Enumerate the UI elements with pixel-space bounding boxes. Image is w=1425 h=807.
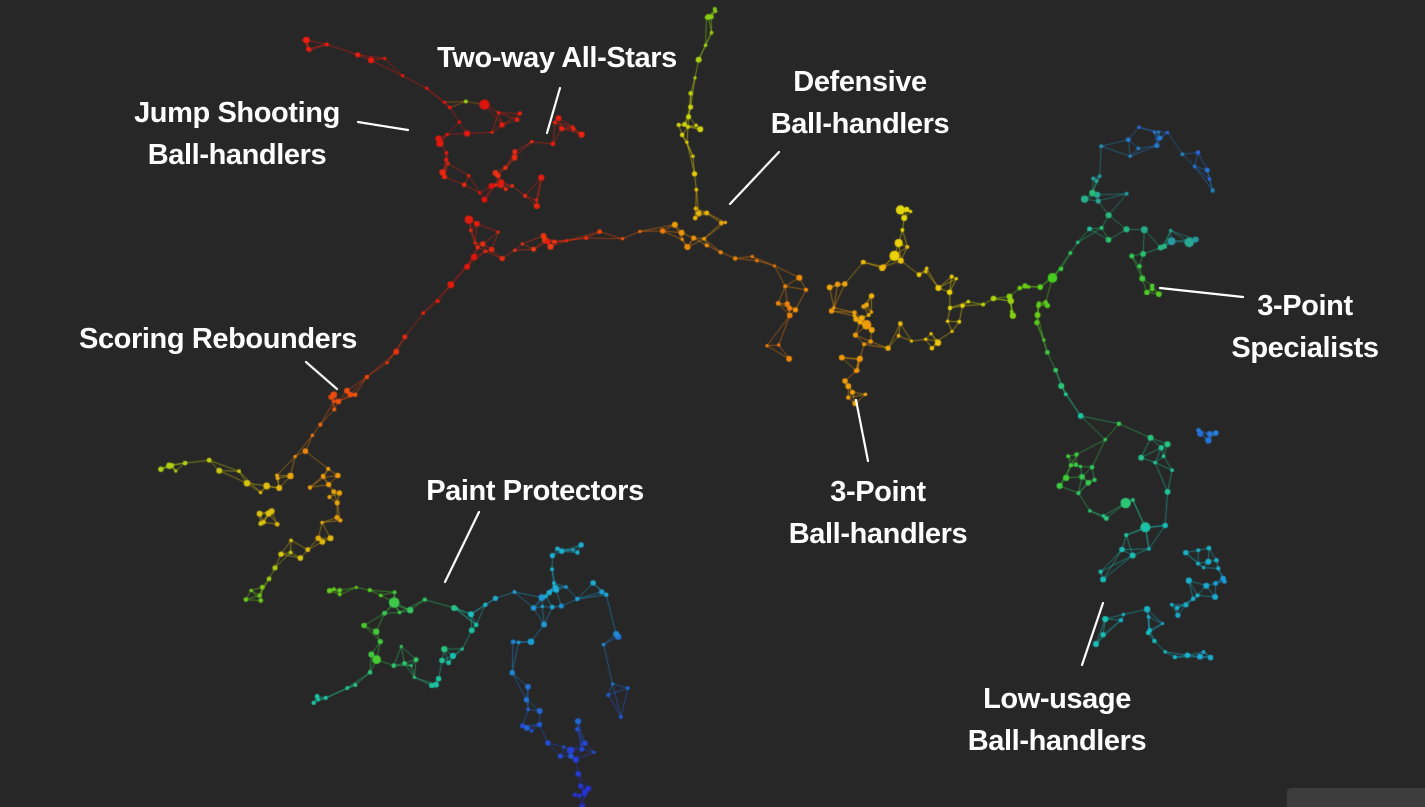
corner-highlight-artifact <box>1287 788 1425 807</box>
